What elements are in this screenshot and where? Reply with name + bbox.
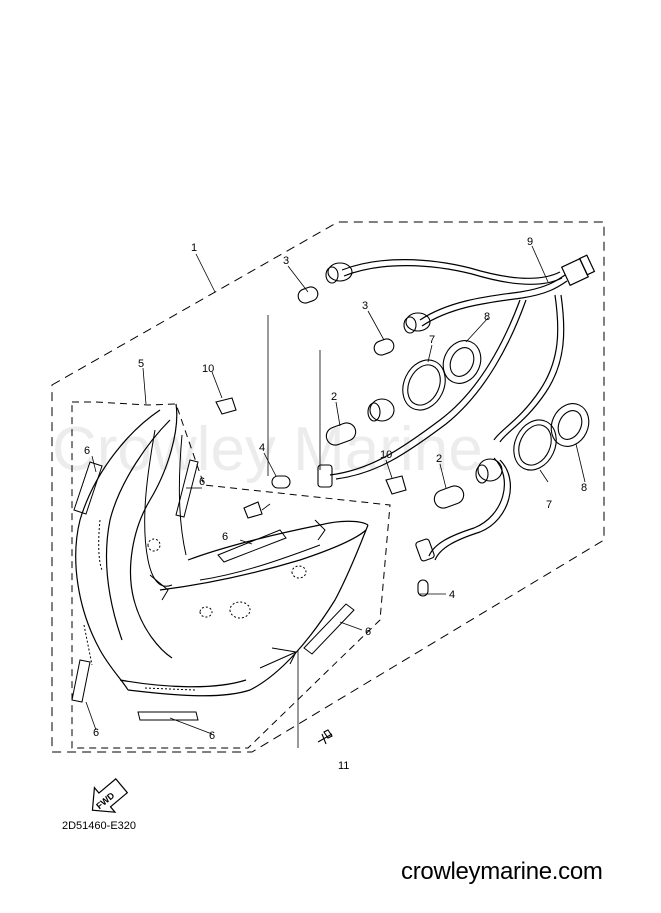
lens-boundary — [71, 401, 391, 749]
clip-10a — [215, 397, 237, 415]
clip-10c — [385, 475, 407, 495]
callout-6c: 6 — [222, 531, 228, 543]
bulb-4b — [417, 579, 429, 597]
bulb-2a — [325, 422, 357, 446]
callout-3b: 3 — [362, 300, 368, 312]
callout-4a: 4 — [259, 442, 265, 454]
socket-3b — [405, 312, 431, 332]
strip-6d — [303, 603, 355, 655]
bulb-sockets — [317, 262, 503, 562]
callout-6e: 6 — [93, 727, 99, 739]
callout-7b: 7 — [546, 499, 552, 511]
reflector-strips — [71, 459, 355, 721]
callout-7a: 7 — [429, 334, 435, 346]
callout-1: 1 — [191, 242, 197, 254]
gasket-7a — [402, 359, 446, 411]
callout-8b: 8 — [581, 482, 587, 494]
bulb-3a — [297, 286, 319, 304]
screw-11 — [317, 729, 333, 745]
socket-2a — [369, 398, 395, 422]
callout-3a: 3 — [283, 255, 289, 267]
drawing-code: 2D51460-E320 — [62, 820, 137, 832]
callout-6b: 6 — [199, 476, 205, 488]
fwd-arrow-icon: FWD — [91, 778, 129, 813]
callout-labels: 1 3 9 3 8 7 5 10 2 6 4 10 2 6 8 7 6 4 6 … — [84, 236, 587, 772]
callout-4b: 4 — [449, 589, 455, 601]
strip-6c — [217, 529, 287, 563]
socket-2b — [477, 458, 503, 482]
bulbs — [271, 286, 465, 597]
site-name: crowleymarine.com — [401, 858, 603, 885]
callout-11: 11 — [338, 760, 349, 772]
leader-lines — [85, 245, 586, 748]
callout-10a: 10 — [202, 363, 214, 375]
callout-8a: 8 — [484, 311, 490, 323]
strip-6a — [73, 461, 103, 515]
socket-3a — [327, 262, 353, 282]
bulb-2b — [433, 485, 465, 509]
callout-6a: 6 — [84, 445, 90, 457]
callout-10b: 10 — [380, 449, 392, 461]
callout-9: 9 — [527, 236, 533, 248]
socket-4a — [317, 464, 333, 488]
headlight-lens — [75, 403, 369, 697]
watermark: Crowley Marine — [52, 415, 483, 484]
socket-4b — [415, 538, 435, 562]
callout-5: 5 — [138, 358, 144, 370]
clip-10b — [243, 501, 263, 519]
strip-6b — [175, 459, 199, 518]
headlight-casing — [83, 429, 326, 691]
clips-and-screw — [215, 397, 407, 745]
strip-6e — [71, 659, 91, 703]
gaskets-and-holders — [402, 340, 590, 471]
bulb-4a — [271, 475, 291, 489]
callout-2a: 2 — [331, 391, 337, 403]
holder-8b — [550, 403, 590, 447]
holder-8a — [442, 340, 482, 384]
callout-2b: 2 — [436, 453, 442, 465]
wire-harness — [329, 254, 596, 561]
callout-6d: 6 — [365, 626, 371, 638]
bulb-3b — [373, 338, 395, 356]
callout-6f: 6 — [209, 730, 215, 742]
gasket-7b — [513, 419, 557, 471]
strip-6f — [137, 711, 199, 721]
